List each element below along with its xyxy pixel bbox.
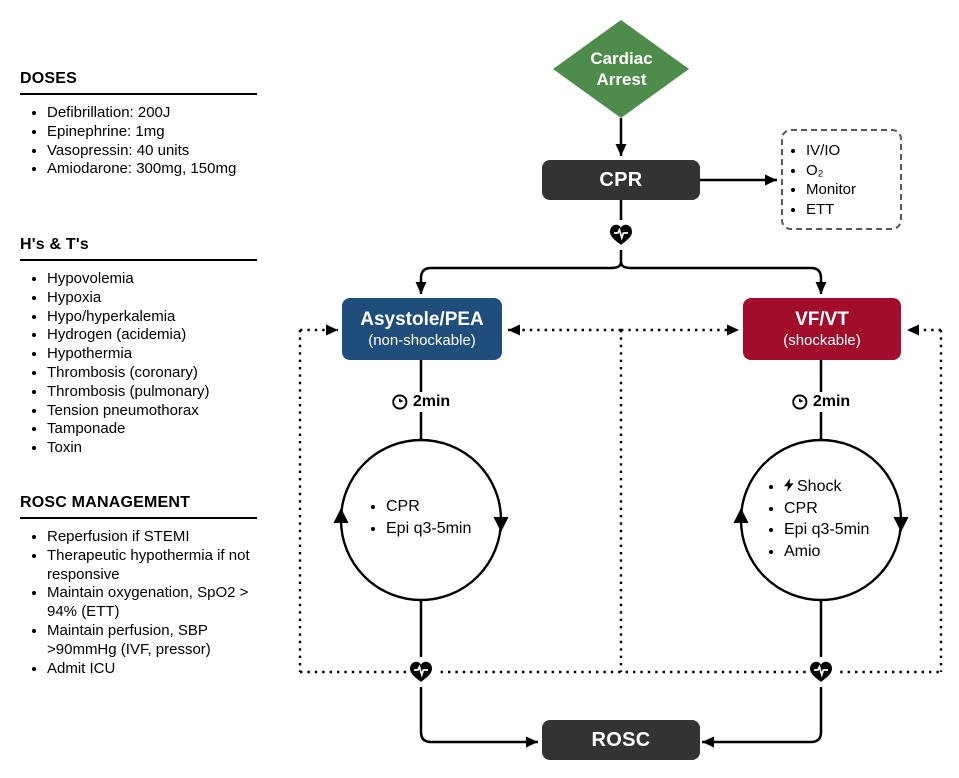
list-item: CPR (784, 498, 869, 520)
list-item: Monitor (806, 180, 900, 200)
list-item: Epinephrine: 1mg (47, 123, 257, 142)
nonshockable-node: Asystole/PEA (non-shockable) (342, 298, 502, 360)
doses-section: DOSES Defibrillation: 200J Epinephrine: … (20, 70, 257, 179)
cycle-arrowheads (333, 508, 909, 532)
adjuncts-node: IV/IO O₂ Monitor ETT (781, 129, 902, 230)
cpr-node-label: CPR (599, 168, 643, 191)
hs-and-ts-list: Hypovolemia Hypoxia Hypo/hyperkalemia Hy… (20, 270, 257, 458)
list-item: CPR (386, 496, 471, 518)
list-item: Reperfusion if STEMI (47, 528, 257, 547)
shockable-subtitle: (shockable) (783, 332, 861, 349)
list-item: Amiodarone: 300mg, 150mg (47, 160, 257, 179)
list-item: Tamponade (47, 420, 257, 439)
clock-icon (792, 394, 808, 410)
heart-pulse-icon (405, 656, 437, 688)
list-item: Hydrogen (acidemia) (47, 326, 257, 345)
list-item: Maintain perfusion, SBP >90mmHg (IVF, pr… (47, 622, 257, 660)
list-item: Hypo/hyperkalemia (47, 308, 257, 327)
list-item: Hypothermia (47, 345, 257, 364)
list-item: Tension pneumothorax (47, 402, 257, 421)
list-item: Toxin (47, 439, 257, 458)
heart-pulse-icon (605, 219, 637, 251)
rosc-node-label: ROSC (591, 728, 651, 751)
cycle-time-label-right: 2min (786, 392, 856, 412)
list-item: O₂ (806, 161, 900, 181)
list-item: Vasopressin: 40 units (47, 142, 257, 161)
shockable-title: VF/VT (795, 309, 849, 330)
nonshockable-loop-list: CPR Epi q3-5min (368, 496, 471, 539)
list-item: Shock (784, 476, 869, 498)
start-node-label: Cardiac Arrest (590, 49, 653, 89)
list-item: Therapeutic hypothermia if not responsiv… (47, 547, 257, 585)
list-item: Amio (784, 541, 869, 563)
solid-connectors (339, 118, 903, 748)
hs-and-ts-title: H's & T's (20, 236, 257, 261)
list-item: Hypovolemia (47, 270, 257, 289)
shockable-node: VF/VT (shockable) (743, 298, 901, 360)
nonshockable-subtitle: (non-shockable) (368, 332, 476, 349)
list-item: Admit ICU (47, 660, 257, 679)
cycle-time-label-left: 2min (386, 392, 456, 412)
list-item: Defibrillation: 200J (47, 104, 257, 123)
list-item: Maintain oxygenation, SpO2 > 94% (ETT) (47, 584, 257, 622)
doses-title: DOSES (20, 70, 257, 95)
rosc-management-section: ROSC MANAGEMENT Reperfusion if STEMI The… (20, 494, 257, 678)
cpr-node: CPR (542, 160, 700, 200)
start-diamond (553, 20, 689, 118)
hs-and-ts-section: H's & T's Hypovolemia Hypoxia Hypo/hyper… (20, 236, 257, 458)
rosc-management-title: ROSC MANAGEMENT (20, 494, 257, 519)
list-item: Hypoxia (47, 289, 257, 308)
list-item: ETT (806, 200, 900, 220)
nonshockable-title: Asystole/PEA (360, 309, 484, 330)
list-item: Thrombosis (coronary) (47, 364, 257, 383)
heart-pulse-icon (805, 656, 837, 688)
doses-list: Defibrillation: 200J Epinephrine: 1mg Va… (20, 104, 257, 179)
list-item: Thrombosis (pulmonary) (47, 383, 257, 402)
list-item: Epi q3-5min (386, 518, 471, 540)
shockable-loop-list: Shock CPR Epi q3-5min Amio (766, 476, 869, 562)
rosc-node: ROSC (542, 720, 700, 760)
clock-icon (392, 394, 408, 410)
lightning-bolt-icon (784, 478, 794, 492)
list-item: Epi q3-5min (784, 519, 869, 541)
rosc-management-list: Reperfusion if STEMI Therapeutic hypothe… (20, 528, 257, 678)
list-item: IV/IO (806, 141, 900, 161)
adjuncts-list: IV/IO O₂ Monitor ETT (783, 141, 900, 219)
